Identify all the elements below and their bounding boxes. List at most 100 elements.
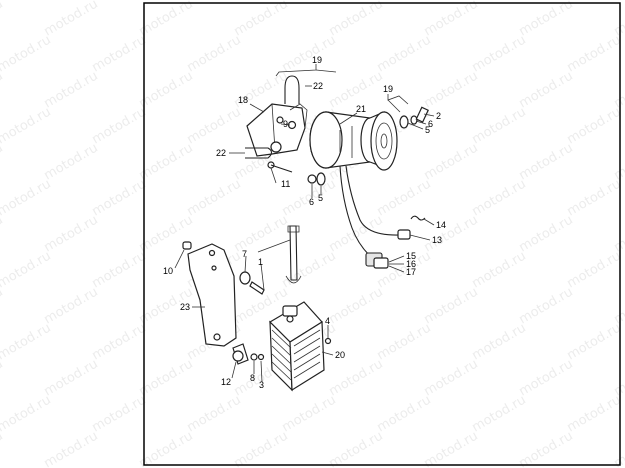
watermark-text: motod.ru	[470, 105, 529, 148]
watermark-text: motod.ru	[137, 429, 196, 468]
watermark-text: motod.ru	[90, 393, 149, 436]
watermark-text: motod.ru	[565, 33, 624, 76]
watermark-text: motod.ru	[0, 141, 6, 184]
diagram-frame	[143, 2, 621, 466]
watermark-text: motod.ru	[0, 33, 54, 76]
rectifier	[269, 301, 325, 392]
watermark-text: motod.ru	[42, 69, 101, 112]
watermark-text: motod.ru	[327, 357, 386, 400]
callout-6-right: 6	[428, 119, 433, 129]
watermark-text: motod.ru	[280, 33, 339, 76]
watermark-text: motod.ru	[90, 105, 149, 148]
watermark-text: motod.ru	[42, 429, 101, 468]
watermark-text: motod.ru	[422, 0, 481, 39]
watermark-text: motod.ru	[565, 105, 624, 148]
watermark-text: motod.ru	[90, 321, 149, 364]
watermark-text: motod.ru	[0, 177, 54, 220]
watermark-text: motod.ru	[565, 393, 624, 436]
watermark-text: motod.ru	[565, 321, 624, 364]
watermark-text: motod.ru	[422, 141, 481, 184]
watermark-text: motod.ru	[517, 285, 576, 328]
callout-21: 21	[356, 104, 366, 114]
bolt-assembly	[239, 271, 265, 295]
horn-bracket	[245, 75, 308, 159]
watermark-text: motod.ru	[90, 177, 149, 220]
leader-lines	[174, 64, 435, 383]
horn-mount-hardware	[267, 161, 326, 186]
watermark-text: motod.ru	[517, 69, 576, 112]
watermark-text: motod.ru	[42, 141, 101, 184]
watermark-text: motod.ru	[422, 69, 481, 112]
callout-5-right: 5	[425, 125, 430, 135]
watermark-text: motod.ru	[375, 177, 434, 220]
watermark-text: motod.ru	[422, 357, 481, 400]
callout-4: 4	[325, 316, 330, 326]
callout-9: 9	[283, 119, 288, 129]
wire-connectors	[365, 215, 426, 269]
callout-2: 2	[436, 111, 441, 121]
callout-3: 3	[259, 380, 264, 390]
watermark-text: motod.ru	[0, 69, 6, 112]
watermark-text: motod.ru	[0, 213, 6, 256]
callout-16: 16	[406, 259, 416, 269]
watermark-text: motod.ru	[42, 357, 101, 400]
watermark-text: motod.ru	[375, 393, 434, 436]
watermark-text: motod.ru	[185, 33, 244, 76]
watermark-text: motod.ru	[327, 285, 386, 328]
callout-15: 15	[406, 251, 416, 261]
callout-17: 17	[406, 267, 416, 277]
callout-6-left: 6	[309, 197, 314, 207]
callout-19-right: 19	[383, 84, 393, 94]
callout-10: 10	[163, 266, 173, 276]
callout-7: 7	[242, 249, 247, 259]
watermark-text: motod.ru	[0, 357, 6, 400]
watermark-text: motod.ru	[422, 213, 481, 256]
watermark-text: motod.ru	[0, 285, 6, 328]
watermark-text: motod.ru	[517, 0, 576, 39]
callout-1: 1	[258, 257, 263, 267]
watermark-text: motod.ru	[470, 249, 529, 292]
watermark-text: motod.ru	[232, 429, 291, 468]
watermark-text: motod.ru	[565, 177, 624, 220]
callout-19-top: 19	[312, 55, 322, 65]
horn-side-hardware	[399, 106, 429, 129]
watermark-text: motod.ru	[470, 33, 529, 76]
watermark-text: motod.ru	[137, 69, 196, 112]
cable-strap	[257, 225, 302, 284]
watermark-text: motod.ru	[422, 285, 481, 328]
watermark-text: motod.ru	[517, 429, 576, 468]
watermark-text: motod.ru	[422, 429, 481, 468]
watermark-text: motod.ru	[0, 249, 54, 292]
watermark-text: motod.ru	[185, 105, 244, 148]
watermark-text: motod.ru	[0, 0, 54, 3]
watermark-text: motod.ru	[185, 393, 244, 436]
watermark-text: motod.ru	[565, 249, 624, 292]
watermark-text: motod.ru	[517, 213, 576, 256]
callout-18: 18	[238, 95, 248, 105]
watermark-text: motod.ru	[42, 285, 101, 328]
watermark-text: motod.ru	[470, 321, 529, 364]
watermark-text: motod.ru	[517, 141, 576, 184]
horn	[309, 111, 401, 257]
watermark-text: motod.ru	[280, 393, 339, 436]
watermark-text: motod.ru	[327, 429, 386, 468]
watermark-text: motod.ru	[0, 393, 54, 436]
watermark-text: motod.ru	[470, 177, 529, 220]
callout-22-bottom: 22	[216, 148, 226, 158]
watermark-text: motod.ru	[90, 33, 149, 76]
watermark-text: motod.ru	[232, 0, 291, 39]
watermark-text: motod.ru	[137, 141, 196, 184]
watermark-text: motod.ru	[327, 213, 386, 256]
watermark-text: motod.ru	[0, 321, 54, 364]
callout-23: 23	[180, 302, 190, 312]
watermark-text: motod.ru	[375, 249, 434, 292]
watermark-text: motod.ru	[612, 429, 625, 468]
callout-13: 13	[432, 235, 442, 245]
watermark-text: motod.ru	[232, 213, 291, 256]
watermark-text: motod.ru	[0, 105, 54, 148]
watermark-text: motod.ru	[375, 33, 434, 76]
callout-5-left: 5	[318, 193, 323, 203]
watermark-text: motod.ru	[375, 321, 434, 364]
watermark-text: motod.ru	[42, 213, 101, 256]
